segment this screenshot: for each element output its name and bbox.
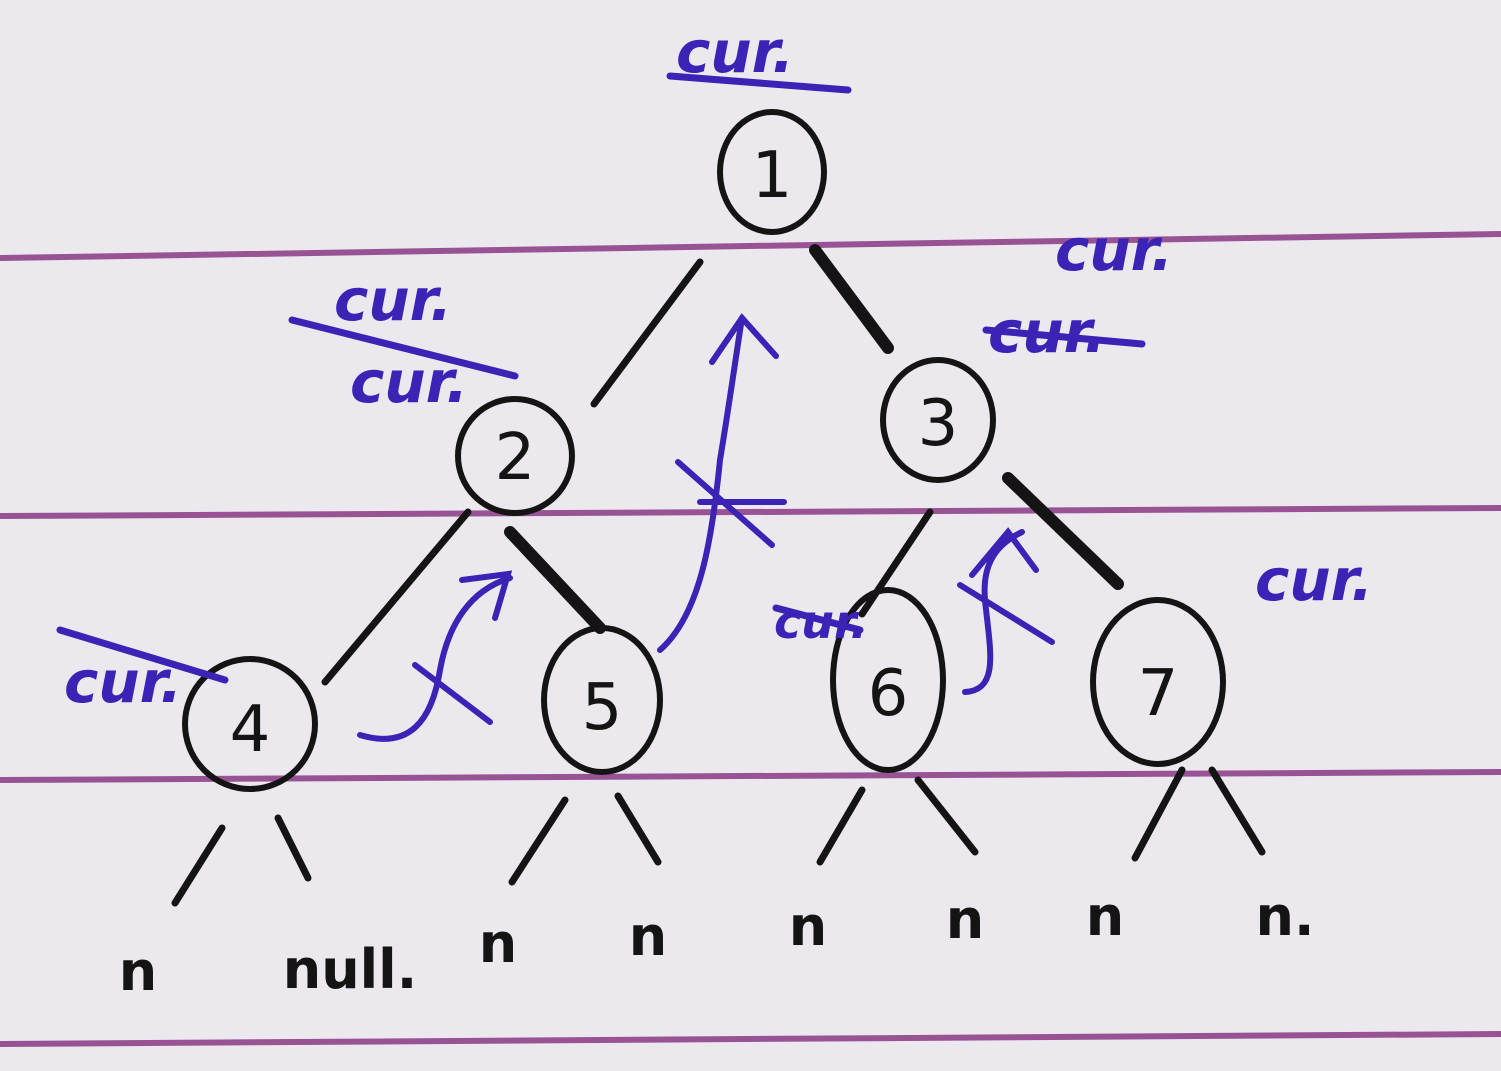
strike-line [772, 604, 864, 634]
arrow-6-to-3-path [962, 529, 1025, 695]
edge-4-left [171, 824, 226, 907]
leaf-label: null. [283, 938, 417, 1001]
edge-6-left [816, 786, 866, 866]
edge-5-right [614, 792, 662, 866]
edge-3-6 [858, 508, 934, 618]
node-1-circle [717, 109, 827, 235]
arrow-4-to-2-cross [412, 662, 493, 725]
strike-line [56, 626, 229, 684]
strike-line [982, 326, 1146, 348]
ruled-lines [0, 231, 1501, 1047]
arrow-6-to-3-head [969, 527, 1039, 578]
node-label: 5 [582, 671, 623, 745]
traversal-arrows [357, 313, 1055, 742]
arrow-4-to-2-head [459, 570, 513, 621]
node-label: 6 [868, 657, 909, 731]
node-label: 4 [230, 693, 271, 767]
rule-line [0, 769, 1501, 783]
node-4-circle [182, 656, 318, 792]
node-label: 3 [918, 387, 959, 461]
leaf-label: n [789, 895, 827, 958]
node-5-circle [541, 625, 663, 775]
arrow-4-to-2-path [357, 575, 513, 742]
rule-line [0, 231, 1501, 261]
edge-5-left [508, 796, 569, 886]
arrow-6-to-3-cross [957, 582, 1055, 645]
node-7-circle [1090, 597, 1226, 767]
rule-line [0, 505, 1501, 519]
cur-label: cur. [1055, 216, 1173, 284]
node-3-circle [880, 357, 996, 483]
rule-line [0, 1031, 1501, 1047]
node-label: 1 [752, 139, 793, 213]
leaf-label: n [629, 905, 667, 968]
edge-7-right [1208, 766, 1266, 856]
leaf-label: n [946, 888, 984, 951]
edge-3-7 [1002, 472, 1124, 590]
strike-line [288, 316, 519, 380]
node-label: 7 [1138, 657, 1179, 731]
tree-edges [171, 244, 1266, 907]
strikethroughs [56, 72, 1146, 684]
null-leaves: n null. n n n n n n. [119, 885, 1315, 1003]
leaf-label: n [119, 940, 157, 1003]
leaf-label: n [479, 912, 517, 975]
node-6-circle [830, 587, 946, 773]
strike-line [666, 72, 852, 94]
leaf-label: n. [1256, 885, 1315, 948]
edge-1-2 [590, 258, 704, 408]
tree-nodes [182, 109, 1226, 792]
edge-2-4 [321, 508, 472, 686]
node-2-circle [455, 396, 575, 516]
arrow-5-to-1-head [709, 313, 779, 365]
cur-label: cur. [1255, 546, 1373, 614]
edge-7-left [1131, 766, 1186, 862]
leaf-label: n [1086, 885, 1124, 948]
cur-label: cur. [334, 266, 452, 334]
node-labels: 1 2 3 4 5 6 7 [230, 139, 1179, 767]
cur-annotations: cur. cur. cur. cur. cur. cur. cur. cur. [64, 18, 1373, 716]
edge-4-right [274, 814, 312, 882]
node-label: 2 [495, 421, 536, 495]
edge-6-right [914, 776, 979, 856]
arrow-5-to-1-path [657, 315, 745, 653]
edge-2-5 [504, 526, 606, 634]
edge-1-3 [809, 244, 894, 354]
